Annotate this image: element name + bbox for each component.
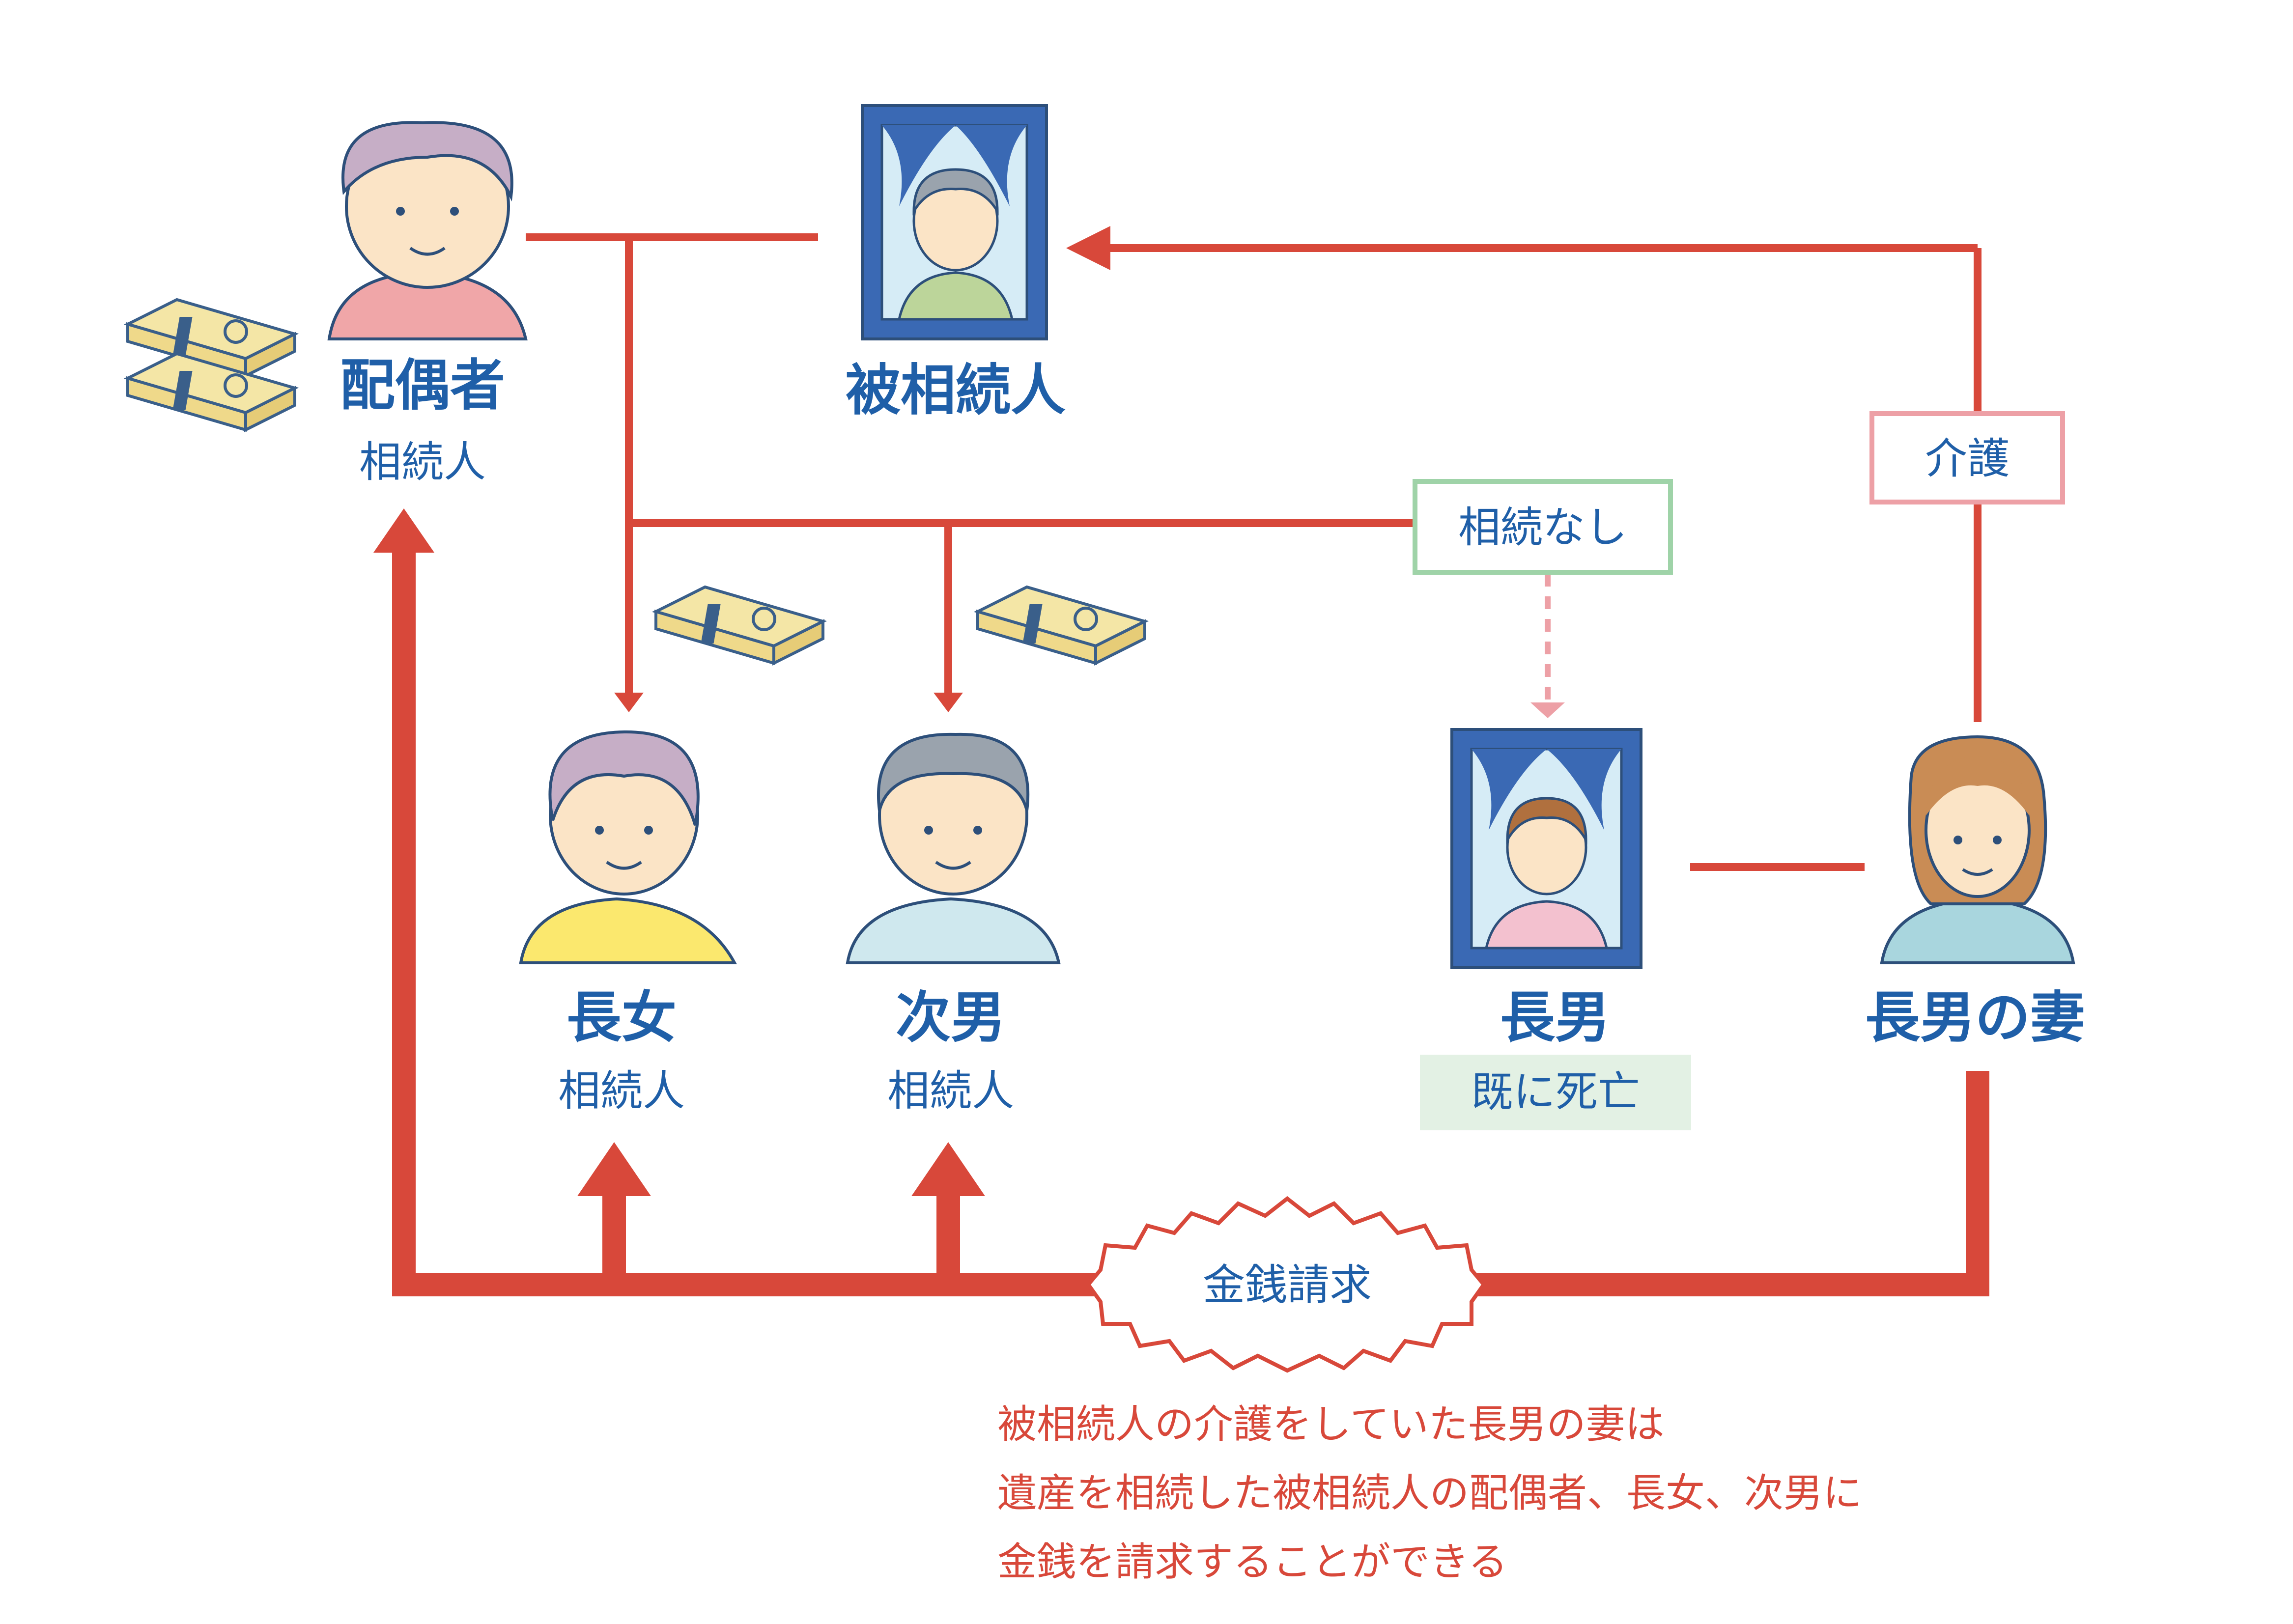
eldest-daughter-figure	[519, 730, 737, 964]
eldest-son-wife-name: 長男の妻	[1865, 986, 2085, 1050]
eldest-son-status: 既に死亡	[1471, 1067, 1640, 1117]
deceased-status-badge	[1420, 1055, 1691, 1130]
claim-badge: 金銭請求	[1085, 1196, 1487, 1373]
no-inheritance-label: 相続なし	[1458, 503, 1627, 552]
no-inheritance-box: 相続なし	[1413, 479, 1673, 575]
second-son-role: 相続人	[887, 1066, 1014, 1116]
eldest-son-wife-figure	[1880, 735, 2075, 964]
eldest-son-name: 長男	[1500, 986, 1610, 1050]
note-line-1: 被相続人の介護をしていた長男の妻は	[997, 1401, 1665, 1447]
spouse-name: 配偶者	[340, 354, 505, 418]
note-line-2: 遺産を相続した被相続人の配偶者、長女、次男に	[997, 1470, 1862, 1516]
eldest-daughter-name: 長女	[566, 986, 677, 1050]
care-box: 介護	[1869, 411, 2065, 504]
money-bundle-icon	[128, 300, 1145, 663]
portrait-frame-icon	[861, 104, 1048, 340]
second-son-figure	[846, 732, 1061, 964]
family-lines	[526, 233, 1982, 871]
note-line-3: 金銭を請求することができる	[997, 1539, 1508, 1585]
claim-label: 金銭請求	[1203, 1260, 1372, 1310]
second-son-name: 次男	[896, 986, 1006, 1050]
eldest-daughter-role: 相続人	[558, 1066, 685, 1116]
spouse-figure	[327, 121, 528, 340]
arrowheads	[614, 226, 1565, 718]
claim-arrowheads	[373, 508, 985, 1196]
portrait-frame-icon	[1450, 728, 1642, 969]
spouse-role: 相続人	[359, 438, 486, 487]
explanation-note: 被相続人の介護をしていた長男の妻は 遺産を相続した被相続人の配偶者、長女、次男に…	[997, 1390, 2177, 1596]
care-label: 介護	[1925, 434, 2010, 483]
deceased-name: 被相続人	[846, 359, 1066, 422]
